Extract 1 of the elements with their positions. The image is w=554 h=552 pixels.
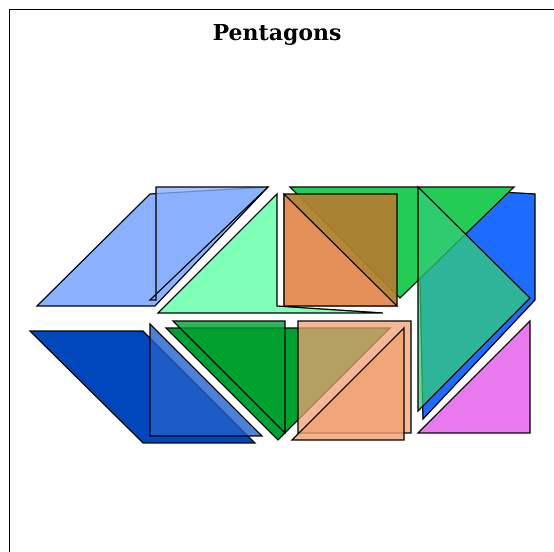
diagram-title: Pentagons (212, 20, 342, 46)
